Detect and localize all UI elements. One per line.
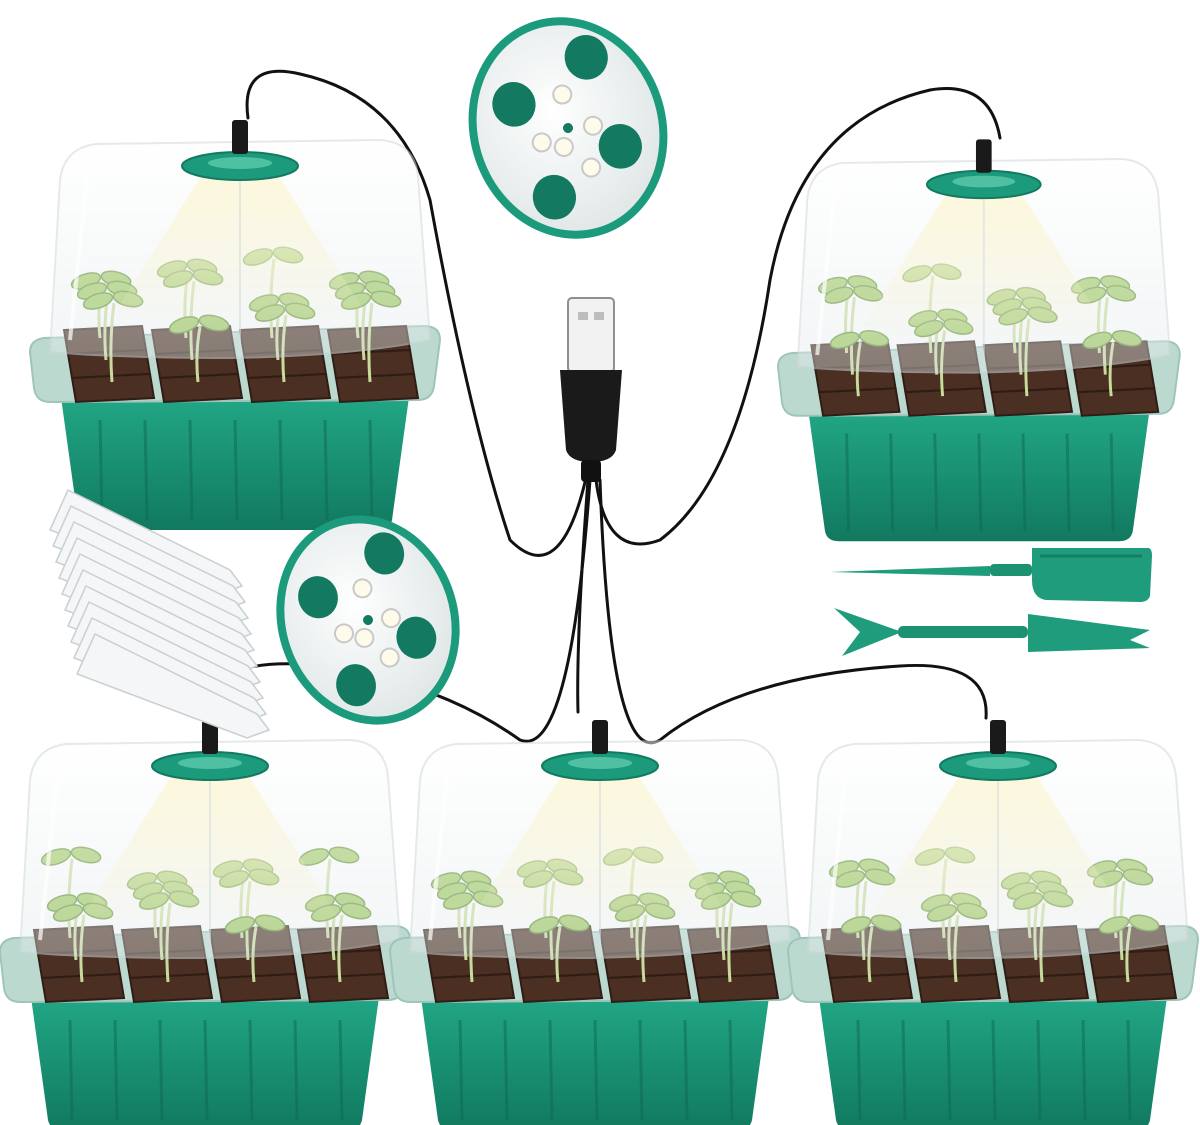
greenhouse-kit <box>388 720 802 1125</box>
led-bulb <box>354 627 375 648</box>
soil-cell <box>694 972 780 1004</box>
soil-cell <box>430 972 516 1004</box>
greenhouse-kits <box>0 120 1200 1125</box>
usb-connector <box>202 720 218 754</box>
soil-cell <box>1076 387 1160 417</box>
soil-cell <box>334 372 420 404</box>
led-grow-light-panel <box>468 17 668 239</box>
led-bulb <box>381 608 402 629</box>
led-bulb <box>352 578 373 599</box>
soil-cell <box>828 972 914 1004</box>
plant-labels <box>48 488 271 739</box>
usb-connector <box>232 120 248 154</box>
soil-cell <box>128 972 214 1004</box>
usb-connector <box>990 720 1006 754</box>
soil-cell <box>818 387 901 417</box>
shovel-tool <box>830 548 1152 602</box>
soil-cell <box>70 372 156 404</box>
suction-pad <box>396 616 437 659</box>
greenhouse-kit <box>777 139 1181 542</box>
soil-cell <box>518 972 604 1004</box>
usb-cable <box>594 87 1002 546</box>
soil-cell <box>216 972 302 1004</box>
greenhouse-kit <box>0 720 412 1125</box>
led-bulb <box>333 623 354 644</box>
soil-cell <box>1092 972 1178 1004</box>
plant-label <box>75 632 271 739</box>
usb-splitter-plug <box>560 297 622 482</box>
usb-connector <box>592 720 608 754</box>
suction-pad <box>598 124 642 169</box>
suction-pad <box>336 664 376 707</box>
gardening-tools <box>830 548 1152 656</box>
suction-pad <box>298 576 338 619</box>
greenhouse-kit <box>786 720 1200 1125</box>
usb-cable <box>245 69 588 557</box>
soil-cell <box>304 972 390 1004</box>
suction-pad <box>532 174 577 220</box>
suction-pad <box>364 532 405 575</box>
led-bulb <box>531 132 552 153</box>
usb-cable <box>576 478 590 714</box>
led-bulb <box>552 84 573 105</box>
soil-cell <box>916 972 1002 1004</box>
usb-connector <box>975 139 992 173</box>
soil-cell <box>904 387 987 417</box>
soil-cell <box>158 372 244 404</box>
fork-tool <box>834 608 1150 656</box>
led-bulb <box>581 157 602 178</box>
greenhouse-kit <box>28 120 442 530</box>
suction-pad <box>564 34 608 80</box>
soil-cell <box>606 972 692 1004</box>
led-bulb <box>553 137 574 158</box>
soil-cell <box>990 387 1074 417</box>
led-panels <box>276 17 668 725</box>
usb-cable <box>598 478 988 745</box>
led-grow-light-panel <box>276 515 460 725</box>
led-bulb <box>379 647 400 668</box>
soil-cell <box>40 972 126 1004</box>
soil-cell <box>246 372 332 404</box>
suction-pad <box>492 82 536 127</box>
soil-cell <box>1004 972 1090 1004</box>
led-bulb <box>583 115 604 136</box>
